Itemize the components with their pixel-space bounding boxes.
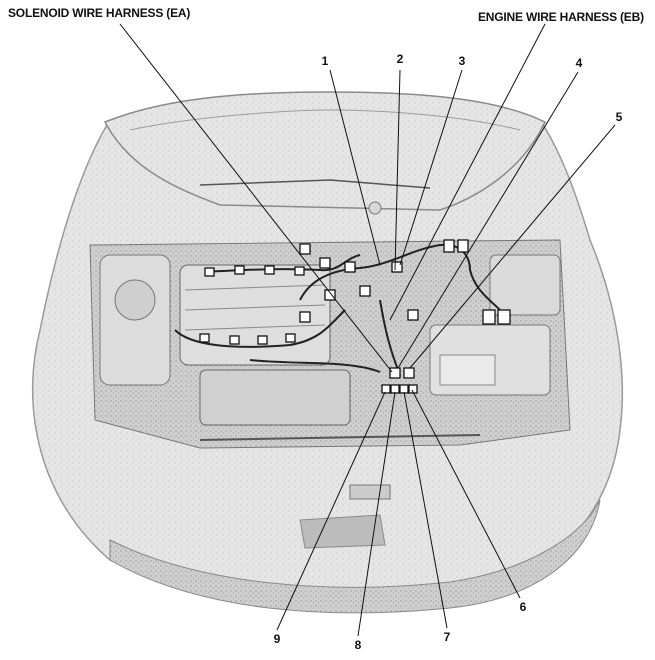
callout-3: 3 (458, 54, 466, 68)
callout-8: 8 (354, 638, 362, 652)
raised-hood (103, 91, 546, 215)
leader-1 (329, 69, 381, 266)
callout-6: 6 (519, 600, 527, 614)
leader-5 (409, 124, 616, 369)
leader-3 (399, 69, 463, 266)
solenoid-harness-label: SOLENOID WIRE HARNESS (EA) (8, 6, 191, 20)
callout-7: 7 (443, 630, 451, 644)
leader-6 (411, 389, 521, 599)
callout-4: 4 (575, 56, 583, 70)
harness-connectors (199, 239, 511, 394)
leader-2 (394, 69, 401, 271)
callout-2: 2 (396, 52, 404, 66)
leader-solenoid-harness (119, 23, 393, 373)
leader-9 (276, 391, 386, 631)
leader-8 (357, 391, 396, 637)
engine-harness-label: ENGINE WIRE HARNESS (EB) (478, 10, 644, 24)
engine-bay (89, 239, 571, 500)
leader-lines (119, 23, 616, 637)
leader-7 (403, 391, 448, 629)
callout-5: 5 (615, 110, 623, 124)
callout-1: 1 (321, 54, 329, 68)
callout-9: 9 (273, 632, 281, 646)
leader-4 (397, 71, 579, 369)
leader-engine-harness (389, 23, 546, 321)
